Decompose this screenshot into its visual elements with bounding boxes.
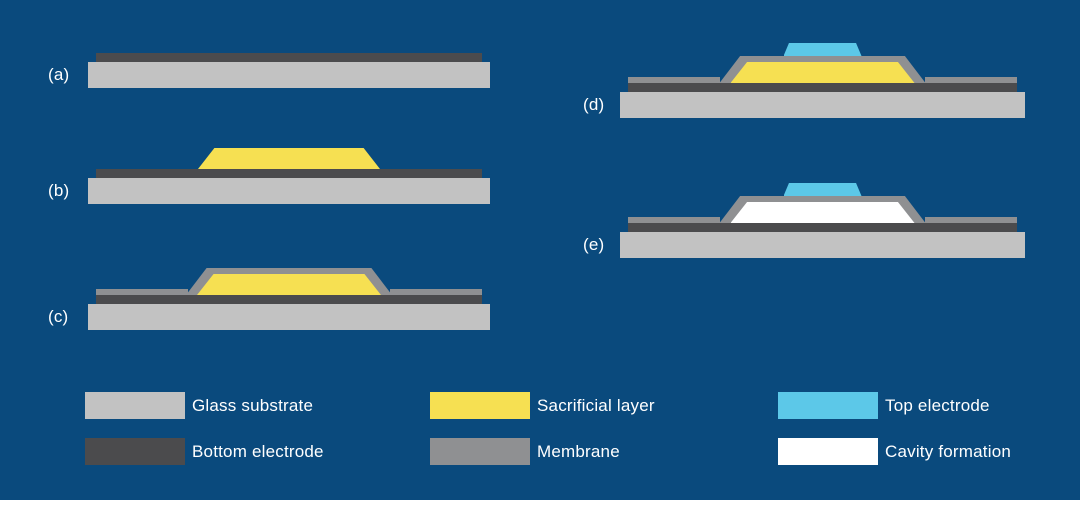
step-label-d: (d) bbox=[583, 95, 605, 114]
step-label-c: (c) bbox=[48, 307, 69, 326]
legend-label: Sacrificial layer bbox=[537, 396, 655, 415]
glass-substrate-layer bbox=[88, 304, 490, 330]
sacrificial-layer bbox=[197, 274, 381, 295]
membrane-layer bbox=[628, 217, 720, 223]
bottom-electrode-layer bbox=[96, 53, 482, 62]
bottom-edge-strip bbox=[0, 500, 1080, 506]
legend-swatch-membrane bbox=[430, 438, 530, 465]
top-electrode-layer bbox=[783, 43, 862, 56]
membrane-layer bbox=[96, 289, 188, 295]
step-label-b: (b) bbox=[48, 181, 70, 200]
legend-label: Cavity formation bbox=[885, 442, 1012, 461]
sacrificial-layer bbox=[198, 148, 380, 169]
step-c-diagram bbox=[88, 268, 490, 330]
top-electrode-layer bbox=[783, 183, 862, 196]
step-label-e: (e) bbox=[583, 235, 605, 254]
glass-substrate-layer bbox=[88, 62, 490, 88]
legend-label: Top electrode bbox=[885, 396, 990, 415]
legend-swatch-bottom-electrode bbox=[85, 438, 185, 465]
legend-swatch-cavity-formation bbox=[778, 438, 878, 465]
legend-label: Bottom electrode bbox=[192, 442, 324, 461]
membrane-layer bbox=[628, 77, 720, 83]
step-e-diagram bbox=[620, 183, 1025, 258]
glass-substrate-layer bbox=[620, 92, 1025, 118]
bottom-electrode-layer bbox=[96, 169, 482, 178]
glass-substrate-layer bbox=[620, 232, 1025, 258]
cavity-layer bbox=[730, 202, 915, 223]
legend-swatch-top-electrode bbox=[778, 392, 878, 419]
legend-swatch-sacrificial-layer bbox=[430, 392, 530, 419]
legend-label: Glass substrate bbox=[192, 396, 314, 415]
membrane-layer bbox=[925, 217, 1017, 223]
step-b-diagram bbox=[88, 148, 490, 204]
bottom-electrode-layer bbox=[628, 223, 1017, 232]
sacrificial-layer bbox=[730, 62, 915, 83]
legend-label: Membrane bbox=[537, 442, 620, 461]
membrane-layer bbox=[925, 77, 1017, 83]
membrane-layer bbox=[390, 289, 482, 295]
bottom-electrode-layer bbox=[628, 83, 1017, 92]
step-label-a: (a) bbox=[48, 65, 70, 84]
step-a-diagram bbox=[88, 53, 490, 88]
step-d-diagram bbox=[620, 43, 1025, 118]
legend-swatch-glass-substrate bbox=[85, 392, 185, 419]
bottom-electrode-layer bbox=[96, 295, 482, 304]
glass-substrate-layer bbox=[88, 178, 490, 204]
